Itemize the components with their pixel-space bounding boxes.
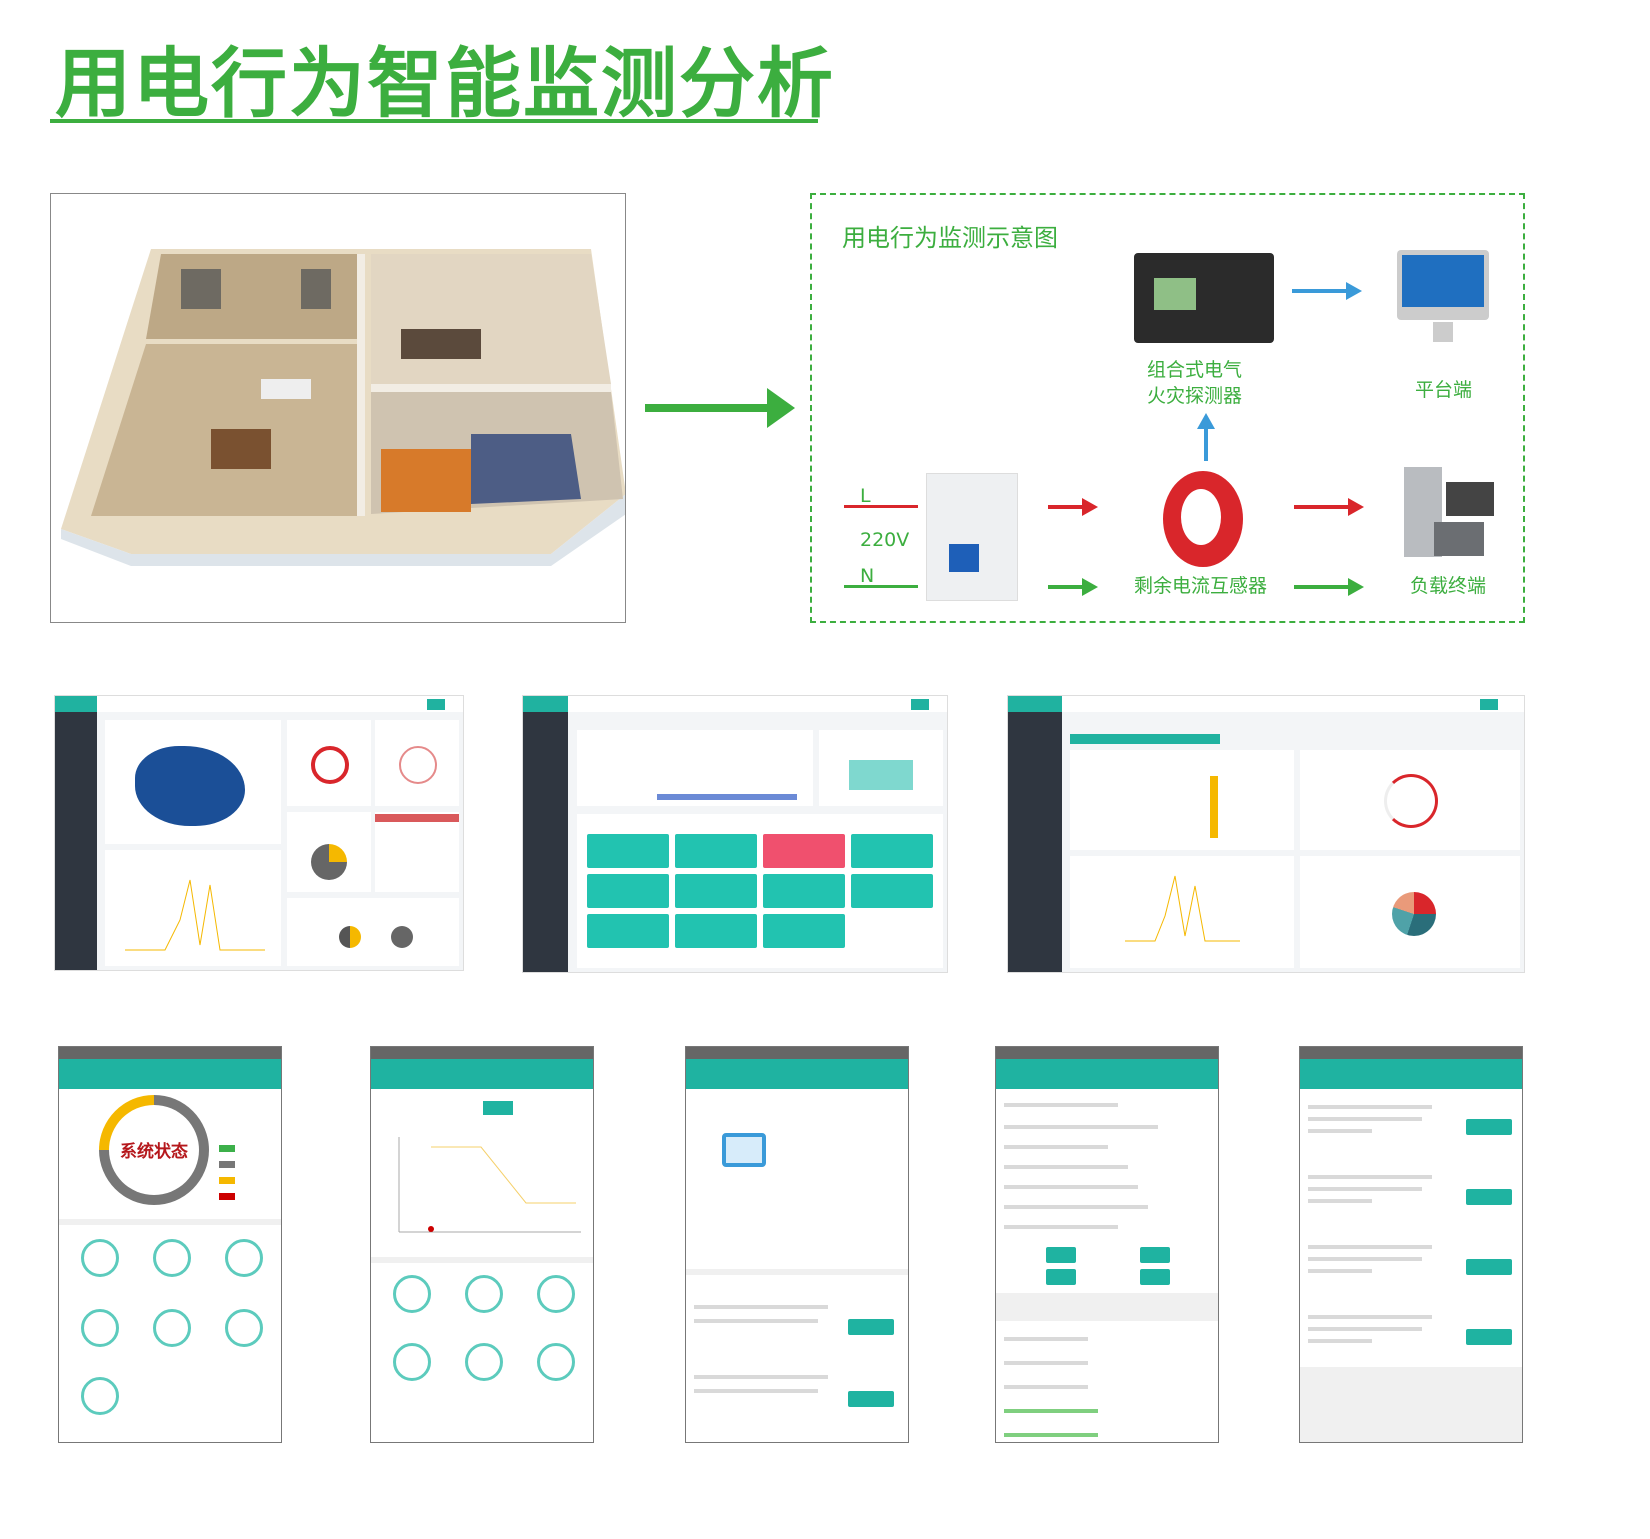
phone-screenshot-device-detail — [995, 1046, 1219, 1443]
arrow-right-red-icon — [1048, 498, 1098, 516]
platform-label: 平台端 — [1415, 379, 1473, 401]
computer-image — [1397, 250, 1489, 342]
breaker-image — [926, 473, 1018, 601]
title-underline — [50, 119, 818, 123]
arrow-right-icon — [645, 388, 795, 428]
detector-label-2: 火灾探测器 — [1147, 385, 1243, 407]
appliances-image — [1394, 467, 1496, 559]
diagram-heading: 用电行为监测示意图 — [842, 224, 1058, 252]
line-N-label: N — [860, 565, 875, 587]
arrow-right-blue-icon — [1292, 282, 1362, 300]
arrow-right-red-icon — [1294, 498, 1364, 516]
page-title: 用电行为智能监测分析 — [55, 39, 835, 128]
fire-detector-image — [1134, 253, 1274, 343]
web-dashboard-screenshot-3 — [1007, 695, 1525, 973]
monitoring-diagram: 用电行为监测示意图 组合式电气 火灾探测器 平台端 L 220V N 剩余电流互… — [810, 193, 1525, 623]
phone-screenshot-unit — [685, 1046, 909, 1443]
phone-screenshot-device-list — [1299, 1046, 1523, 1443]
neutral-wire — [844, 585, 918, 588]
line-L-label: L — [860, 485, 871, 507]
web-dashboard-screenshot-2 — [522, 695, 948, 973]
sensor-label: 剩余电流互感器 — [1134, 575, 1268, 597]
system-status-label: 系统状态 — [120, 1142, 188, 1162]
arrow-right-green-icon — [1294, 578, 1364, 596]
live-wire — [844, 505, 918, 508]
web-dashboard-screenshot-1 — [54, 695, 464, 971]
detector-label-1: 组合式电气 — [1147, 359, 1243, 381]
phone-screenshot-chart — [370, 1046, 594, 1443]
house-floorplan-image — [50, 193, 626, 623]
voltage-label: 220V — [860, 529, 910, 551]
current-transformer-image — [1163, 471, 1243, 567]
load-label: 负载终端 — [1410, 575, 1487, 597]
phone-screenshot-home: 系统状态 — [58, 1046, 282, 1443]
arrow-right-green-icon — [1048, 578, 1098, 596]
arrow-up-blue-icon — [1197, 413, 1215, 461]
